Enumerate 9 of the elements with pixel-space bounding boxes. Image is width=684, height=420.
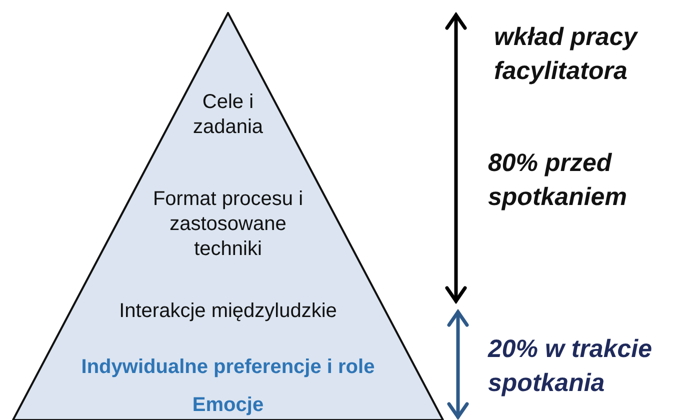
pyramid-level-label: Format procesu i zastosowane techniki bbox=[152, 187, 304, 262]
pyramid bbox=[12, 12, 444, 420]
annotation-text: 20% w trakcie spotkania bbox=[488, 334, 653, 399]
pyramid-level-label: Interakcje międzyludzkie bbox=[118, 299, 338, 324]
annotation-text: wkład pracy facylitatora bbox=[494, 22, 639, 87]
pyramid-level-label: Indywidualne preferencje i role bbox=[80, 355, 376, 380]
pyramid-level-label: Emocje bbox=[191, 393, 265, 418]
annotation-text: 80% przed spotkaniem bbox=[488, 148, 628, 213]
pyramid-level-label: Cele i zadania bbox=[192, 90, 264, 140]
